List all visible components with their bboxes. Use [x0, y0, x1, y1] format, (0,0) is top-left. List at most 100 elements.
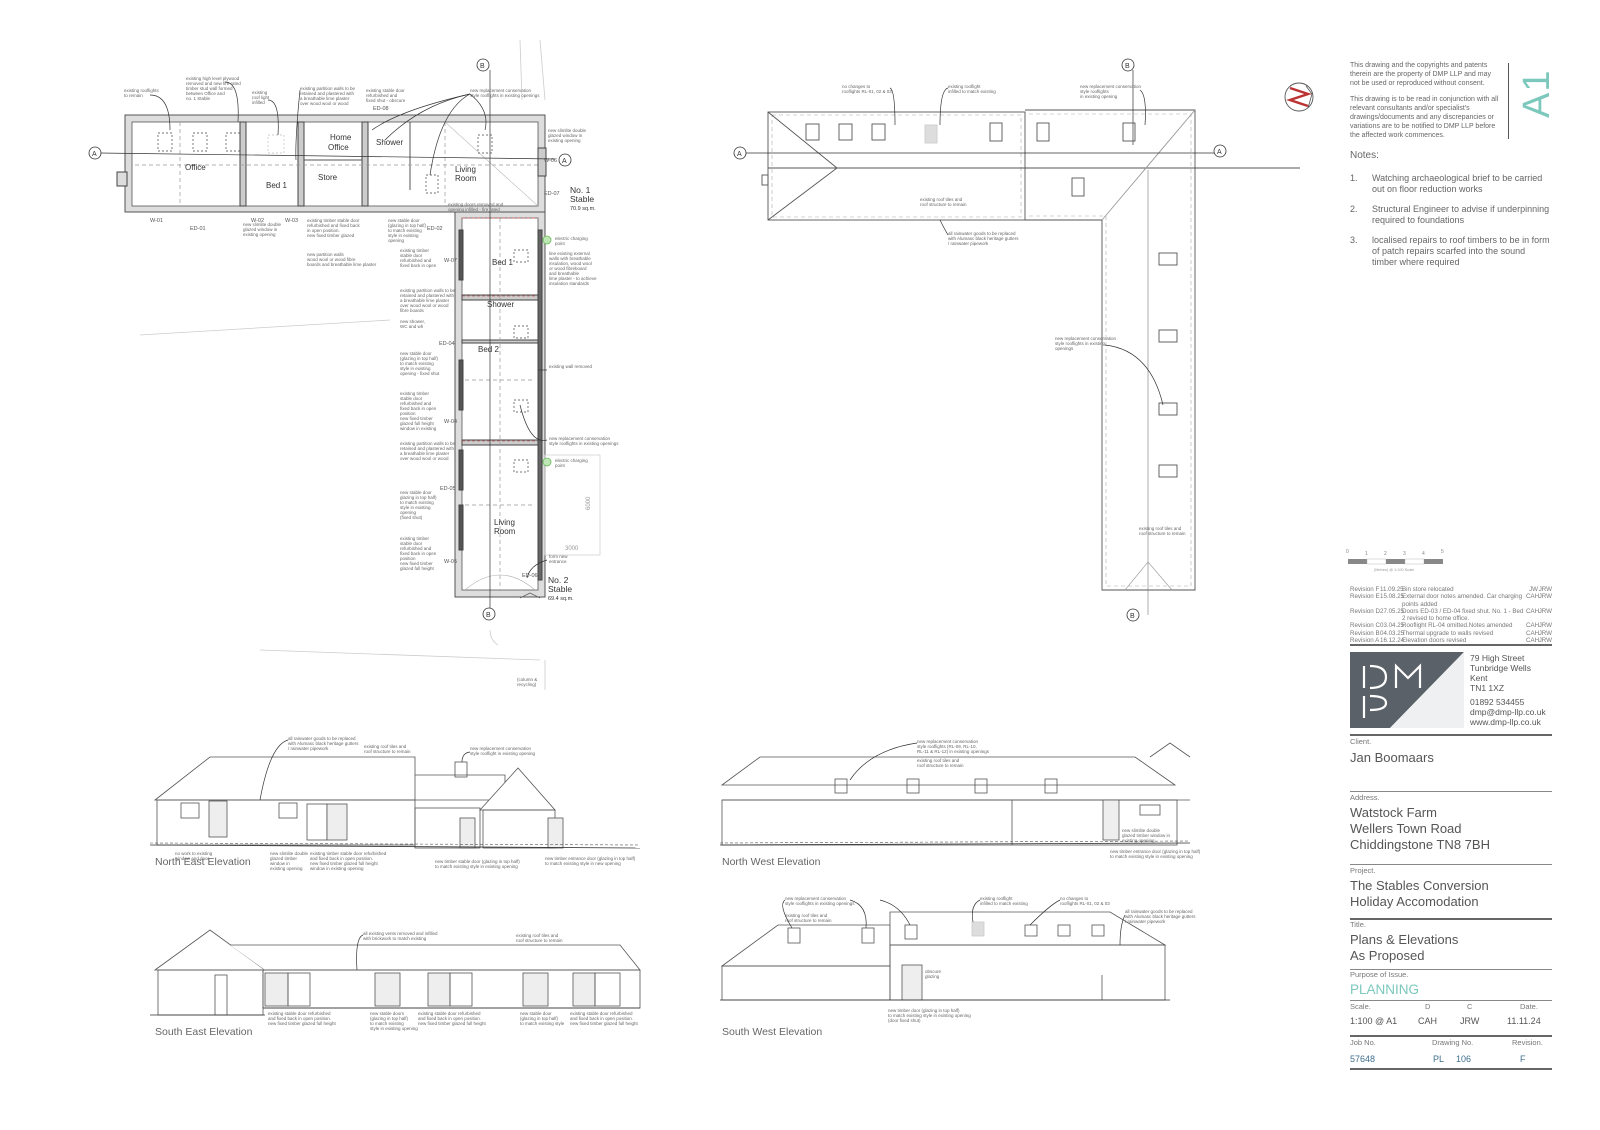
svg-text:to match existing: to match existing — [400, 361, 434, 366]
svg-text:refurbished and: refurbished and — [366, 93, 398, 98]
svg-text:opening: opening — [400, 510, 417, 515]
svg-text:W-02: W-02 — [251, 218, 264, 224]
south-east-elevation — [150, 929, 641, 1016]
divider — [1350, 791, 1552, 792]
svg-text:a breathable lime plaster: a breathable lime plaster — [300, 96, 350, 101]
svg-text:existing roof tiles and: existing roof tiles and — [364, 744, 407, 749]
purpose-label: Purpose of Issue. — [1350, 970, 1409, 979]
svg-text:to match existing: to match existing — [370, 1021, 404, 1026]
svg-text:existing partition walls to be: existing partition walls to be — [300, 86, 356, 91]
svg-text:over wood wool or wood: over wood wool or wood — [400, 303, 449, 308]
svg-text:window and door: window and door — [175, 856, 210, 861]
svg-text:stable door: stable door — [400, 253, 423, 258]
svg-text:W-04: W-04 — [444, 419, 457, 425]
svg-text:between Office and: between Office and — [186, 91, 225, 96]
svg-text:B: B — [480, 63, 485, 70]
room-label: Store — [318, 173, 338, 182]
svg-text:roof structure to remain: roof structure to remain — [516, 938, 563, 943]
svg-text:W-01: W-01 — [150, 218, 163, 224]
unit-area: 69.4 sq.m. — [548, 596, 574, 602]
svg-text:or wood fibreboard: or wood fibreboard — [549, 266, 587, 271]
divider — [1350, 864, 1552, 865]
svg-text:existing partition walls to be: existing partition walls to be — [400, 288, 456, 293]
svg-text:a breathable lime plaster: a breathable lime plaster — [400, 298, 450, 303]
svg-text:style in existing: style in existing — [400, 366, 431, 371]
company-web: www.dmp-llp.co.uk — [1470, 717, 1541, 727]
svg-text:3: 3 — [1403, 551, 1406, 557]
svg-text:retained and plastered with: retained and plastered with — [400, 293, 455, 298]
unit-label: No. 1 — [570, 185, 591, 195]
elevation-title: South West Elevation — [722, 1026, 822, 1038]
drawing-no-label: Drawing No. — [1432, 1038, 1474, 1047]
north-east-elevation — [149, 756, 641, 849]
svg-text:walls with breathable: walls with breathable — [549, 256, 591, 261]
elevation-title: North West Elevation — [722, 856, 821, 868]
revision-value: F — [1520, 1054, 1526, 1064]
north-west-elevation — [719, 742, 1191, 846]
drawn-label: D — [1425, 1002, 1431, 1011]
svg-text:new fixed timber: new fixed timber — [400, 416, 433, 421]
title-label: Title. — [1350, 920, 1366, 929]
elevation-title: North East Elevation — [155, 856, 251, 868]
svg-text:with Alumasc black heritage gu: with Alumasc black heritage gutters — [288, 741, 359, 746]
svg-text:0: 0 — [1346, 549, 1349, 555]
svg-text:roof light: roof light — [252, 95, 270, 100]
room-label: Office — [185, 163, 206, 172]
svg-text:new fixed timber glazed full h: new fixed timber glazed full height — [570, 1021, 639, 1026]
purpose-of-issue: PLANNING — [1350, 982, 1420, 997]
svg-text:to match existing: to match existing — [400, 500, 434, 505]
note-item: 3.localised repairs to roof timbers to b… — [1350, 235, 1550, 267]
svg-text:fixed back in open: fixed back in open — [400, 551, 437, 556]
room-label: Shower — [376, 138, 403, 147]
svg-text:insulation, wood wool: insulation, wood wool — [549, 261, 592, 266]
svg-text:new fixed timber: new fixed timber — [400, 561, 433, 566]
room-label: Room — [455, 174, 477, 183]
divider — [1350, 1035, 1552, 1037]
room-label: Living — [494, 518, 515, 527]
svg-text:in existing opening: in existing opening — [1080, 94, 1118, 99]
company-email: dmp@dmp-llp.co.uk — [1470, 707, 1546, 717]
svg-text:refurbished and fixed back: refurbished and fixed back — [307, 223, 361, 228]
svg-text:no. 1 Stable: no. 1 Stable — [186, 96, 211, 101]
svg-text:to match existing style in exi: to match existing style in existing open… — [435, 864, 518, 869]
svg-text:(glazing in top half): (glazing in top half) — [400, 356, 439, 361]
svg-text:new fixed timber glazed full h: new fixed timber glazed full height — [418, 1021, 487, 1026]
section-marker: A A B B — [88, 58, 572, 621]
checked-label: C — [1467, 1002, 1473, 1011]
svg-text:no changes to: no changes to — [1060, 896, 1089, 901]
svg-text:(column &: (column & — [517, 677, 537, 682]
svg-text:recycling): recycling) — [517, 682, 537, 687]
svg-text:existing opening: existing opening — [1122, 838, 1155, 843]
room-label: Bed 1 — [492, 258, 513, 267]
svg-text:existing timber: existing timber — [400, 391, 430, 396]
note-item: 2.Structural Engineer to advise if under… — [1350, 204, 1550, 225]
svg-text:existing stable door: existing stable door — [366, 88, 405, 93]
floor-plan: 6000 3000 — [99, 39, 601, 690]
svg-text:and fixed back in open positio: and fixed back in open position. — [268, 1016, 331, 1021]
svg-text:fibre boards: fibre boards — [400, 308, 425, 313]
svg-text:window in existing opening: window in existing opening — [310, 866, 364, 871]
svg-text:roof structure to remain: roof structure to remain — [917, 763, 964, 768]
job-label: Job No. — [1350, 1038, 1376, 1047]
svg-text:new stable door: new stable door — [400, 490, 432, 495]
svg-text:electric charging: electric charging — [555, 236, 588, 241]
svg-text:roof structure to remain: roof structure to remain — [785, 918, 832, 923]
svg-text:in open position.: in open position. — [307, 228, 340, 233]
svg-text:WC and wh: WC and wh — [400, 324, 424, 329]
svg-text:fixed back in open: fixed back in open — [400, 406, 437, 411]
svg-text:A: A — [737, 151, 742, 158]
room-label: Office — [328, 143, 349, 152]
revision-label: Revision. — [1512, 1038, 1543, 1047]
svg-text:new fixed timber glazed full h: new fixed timber glazed full height — [268, 1021, 337, 1026]
svg-text:new slimlite double: new slimlite double — [270, 851, 309, 856]
svg-text:style in existing: style in existing — [388, 233, 419, 238]
svg-text:new timber entrance door (glaz: new timber entrance door (glazing in top… — [1110, 849, 1201, 854]
svg-text:electric charging: electric charging — [555, 458, 588, 463]
room-label: Bed 1 — [266, 181, 287, 190]
drawn-value: CAH — [1418, 1016, 1438, 1026]
svg-text:existing timber stable door re: existing timber stable door refurbished — [310, 851, 387, 856]
